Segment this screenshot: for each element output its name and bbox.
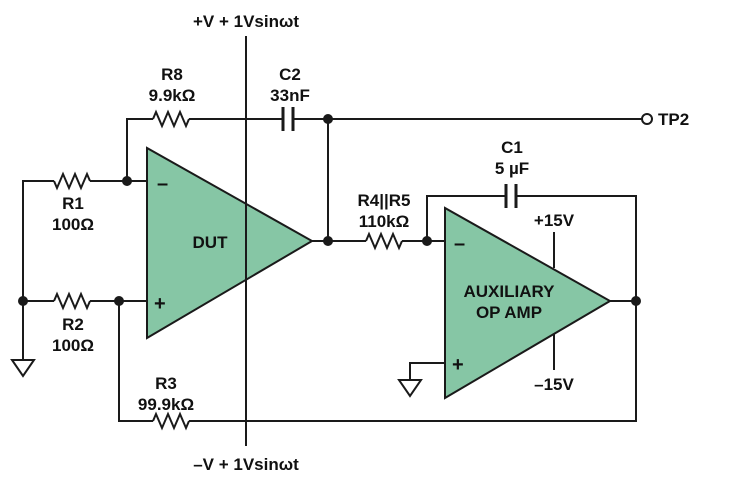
c2-name-label: C2 xyxy=(279,65,301,84)
c2-value-label: 33nF xyxy=(270,86,310,105)
r3-resistor xyxy=(152,411,190,431)
r2-value-label: 100Ω xyxy=(52,336,94,355)
r4r5-name-label: R4||R5 xyxy=(358,191,411,210)
supply-top-label: +V + 1Vsinωt xyxy=(193,12,299,31)
ground-icon xyxy=(10,359,36,378)
r1-name-label: R1 xyxy=(62,194,84,213)
r4r5-resistor xyxy=(365,231,403,251)
r1-resistor xyxy=(53,171,91,191)
junction-dot xyxy=(114,296,124,306)
junction-dot xyxy=(323,236,333,246)
c1-left-wire xyxy=(426,195,505,241)
tp2-label: TP2 xyxy=(658,110,689,129)
tp2-terminal xyxy=(641,113,653,125)
r1-value-label: 100Ω xyxy=(52,215,94,234)
aux-label-line2: OP AMP xyxy=(476,303,542,322)
c1-right-wire xyxy=(517,195,637,301)
aux-noninverting-sign: + xyxy=(452,354,464,376)
r3-left-wire xyxy=(118,301,153,422)
aux-ground-wire xyxy=(409,362,445,380)
r2-resistor xyxy=(53,291,91,311)
r8-value-label: 9.9kΩ xyxy=(149,86,196,105)
dut-amplifier xyxy=(146,146,315,340)
r3-value-label: 99.9kΩ xyxy=(138,395,194,414)
aux-positive-supply-label: +15V xyxy=(534,211,575,230)
dut-noninverting-sign: + xyxy=(154,293,166,315)
aux-label-line1: AUXILIARY xyxy=(464,282,556,301)
junction-dot xyxy=(422,236,432,246)
dut-inverting-sign: – xyxy=(157,173,168,195)
c1-value-label: 5 µF xyxy=(495,159,529,178)
r2-name-label: R2 xyxy=(62,315,84,334)
r8-feedback-wire xyxy=(126,118,153,181)
c1-name-label: C1 xyxy=(501,138,523,157)
aux-ground-icon xyxy=(397,379,423,398)
junction-dot xyxy=(18,296,28,306)
r3-name-label: R3 xyxy=(155,374,177,393)
r4r5-value-label: 110kΩ xyxy=(359,212,410,231)
r8-resistor xyxy=(152,109,190,129)
r1-to-ground-wire xyxy=(22,180,54,301)
supply-bottom-label: –V + 1Vsinωt xyxy=(193,455,299,474)
junction-dot xyxy=(323,114,333,124)
junction-dot xyxy=(122,176,132,186)
dut-label: DUT xyxy=(193,233,229,252)
r8-name-label: R8 xyxy=(161,65,183,84)
r3-right-wire xyxy=(189,301,637,422)
aux-inverting-sign: – xyxy=(454,233,465,255)
auxiliary-amplifier xyxy=(444,206,613,400)
junction-dot xyxy=(631,296,641,306)
aux-negative-supply-label: –15V xyxy=(534,375,574,394)
